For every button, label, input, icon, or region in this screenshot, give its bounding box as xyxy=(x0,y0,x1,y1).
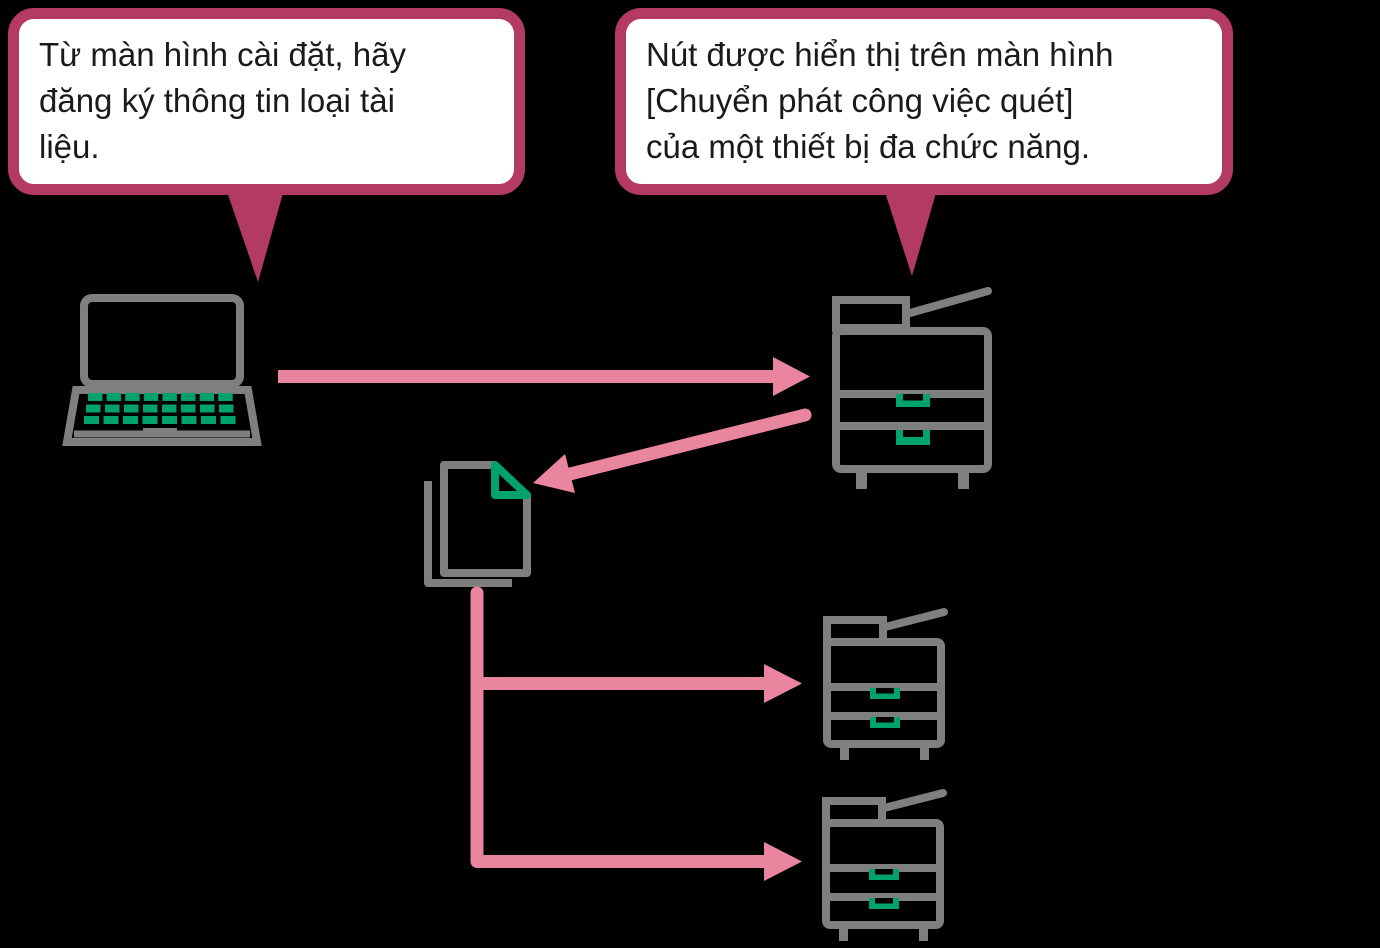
bubble-text-line: đăng ký thông tin loại tài xyxy=(39,82,395,119)
arrow-head xyxy=(764,842,802,881)
laptop-touchpad xyxy=(143,428,177,435)
laptop-icon xyxy=(62,294,262,446)
drawer-handle-icon xyxy=(869,869,899,880)
drawer-handle-icon xyxy=(870,717,900,728)
multifunction-printer-icon xyxy=(823,608,948,760)
drawer-handle-icon xyxy=(869,898,899,909)
speech-bubble-button-note: Nút được hiển thị trên màn hình [Chuyển … xyxy=(615,8,1233,195)
arrow-right-icon xyxy=(278,357,810,396)
printer-control-panel xyxy=(832,296,910,332)
arrow-down-left-icon xyxy=(533,408,812,493)
printer-foot xyxy=(958,468,969,489)
document-folded-corner xyxy=(491,461,531,499)
document-front-page xyxy=(440,461,531,577)
arrow-branch-icon xyxy=(470,586,802,881)
laptop-keyboard-keys xyxy=(84,393,236,424)
bubble-text-line: [Chuyển phát công việc quét] xyxy=(646,82,1074,119)
bubble-tail-right xyxy=(883,186,938,276)
arrow-trunk xyxy=(470,586,773,868)
printer-body xyxy=(832,327,992,473)
drawer-handle-icon xyxy=(896,394,930,407)
document-back-page xyxy=(424,481,512,587)
speech-bubble-settings-note: Từ màn hình cài đặt, hãy đăng ký thông t… xyxy=(8,8,525,195)
printer-foot xyxy=(856,468,867,489)
scanned-document-icon xyxy=(424,461,531,587)
multifunction-printer-icon xyxy=(832,287,992,489)
drawer-handle-icon xyxy=(870,688,900,699)
printer-feeder-lid xyxy=(906,287,992,317)
bubble-tail-left xyxy=(225,186,285,282)
bubble-text-line: Từ màn hình cài đặt, hãy xyxy=(39,36,406,73)
laptop-screen xyxy=(80,294,244,388)
multifunction-printer-icon xyxy=(822,789,947,941)
bubble-text-line: của một thiết bị đa chức năng. xyxy=(646,128,1091,165)
bubble-text-line: liệu. xyxy=(39,128,100,165)
laptop-base xyxy=(62,386,262,446)
arrow-head xyxy=(764,664,802,703)
bubble-text-line: Nút được hiển thị trên màn hình xyxy=(646,36,1114,73)
drawer-handle-icon xyxy=(896,430,930,445)
